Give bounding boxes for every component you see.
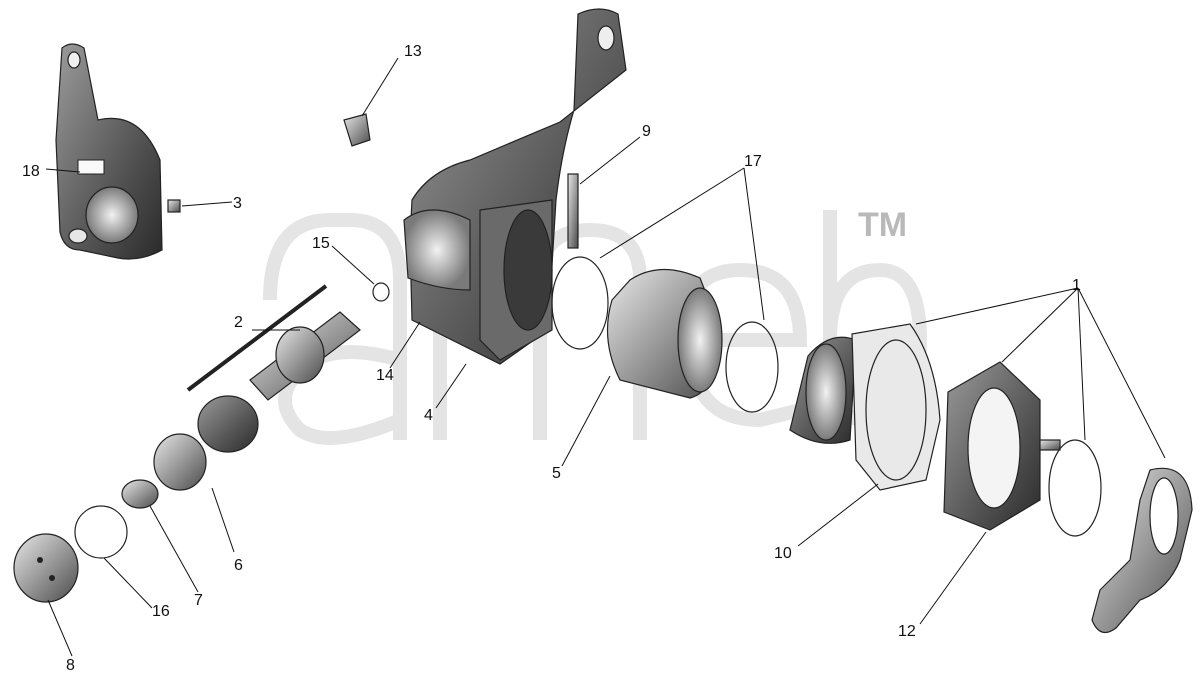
part-9-pin: [567, 173, 579, 249]
part-5-drum: [606, 268, 723, 399]
watermark-tm: TM: [858, 206, 907, 244]
callout-1: 1: [1072, 277, 1081, 294]
callout-5: 5: [552, 465, 561, 482]
part-1-assembly: [789, 323, 1193, 634]
part-13-plug: [343, 113, 371, 147]
part-2-spring-wire: [186, 284, 328, 392]
leader-lines: [45, 57, 1166, 657]
callout-labels: 1 2 3 4 5 6 7 8 9 10 12 13 14 15 16 17 1…: [22, 43, 1081, 674]
callout-18: 18: [22, 163, 40, 180]
part-18-slack-adjuster: [55, 43, 163, 260]
callout-7: 7: [194, 592, 203, 609]
part-3-screw: [167, 199, 181, 213]
callout-6: 6: [234, 557, 243, 574]
callout-16: 16: [152, 603, 170, 620]
callout-14: 14: [376, 367, 394, 384]
callout-17: 17: [744, 153, 762, 170]
callout-15: 15: [312, 235, 330, 252]
callout-4: 4: [424, 407, 433, 424]
part-17-o-ring-a: [551, 256, 609, 350]
callout-9: 9: [642, 123, 651, 140]
callout-13: 13: [404, 43, 422, 60]
callout-10: 10: [774, 545, 792, 562]
part-4-housing: [403, 8, 627, 365]
part-15-o-ring: [372, 282, 390, 302]
callout-2: 2: [234, 314, 243, 331]
part-16-ring: [74, 505, 128, 559]
callout-12: 12: [898, 623, 916, 640]
part-17-o-ring-b: [725, 321, 779, 413]
callout-3: 3: [233, 195, 242, 212]
part-7-spring: [121, 479, 159, 509]
part-6-gears: [153, 395, 259, 491]
part-8-cap: [13, 533, 79, 603]
callout-8: 8: [66, 657, 75, 674]
worm-shaft: [249, 311, 361, 401]
